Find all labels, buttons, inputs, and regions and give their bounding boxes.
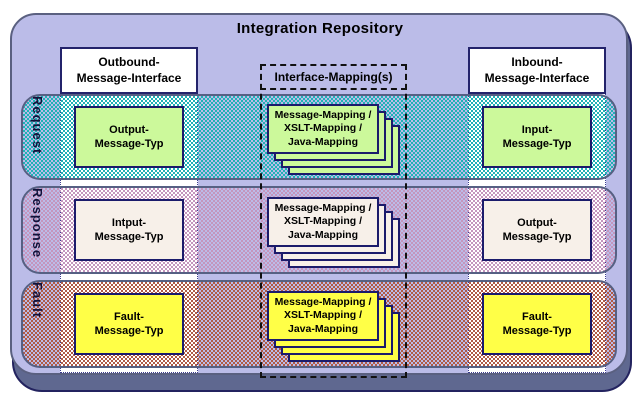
box-intput-message-typ-response: Intput- Message-Typ bbox=[74, 199, 184, 261]
box-fault-message-typ-inbound: Fault- Message-Typ bbox=[482, 293, 592, 355]
box-line: Message-Typ bbox=[94, 325, 164, 337]
box-line: Message-Typ bbox=[502, 138, 572, 150]
box-input-message-typ-request: Input- Message-Typ bbox=[482, 106, 592, 168]
box-line: Message-Typ bbox=[94, 138, 164, 150]
header-line: Message-Interface bbox=[484, 70, 590, 85]
card-line: XSLT-Mapping / bbox=[284, 215, 362, 228]
row-label-fault: Fault bbox=[30, 282, 45, 319]
mapping-card-front: Message-Mapping / XSLT-Mapping / Java-Ma… bbox=[267, 291, 379, 341]
card-line: Message-Mapping / bbox=[274, 295, 372, 308]
row-label-request: Request bbox=[30, 96, 45, 155]
box-line: Message-Typ bbox=[502, 231, 572, 243]
box-line: Intput- bbox=[111, 216, 147, 229]
mapping-card-stack-fault: Message-Mapping / XSLT-Mapping / Java-Ma… bbox=[267, 291, 402, 363]
header-outbound-message-interface: Outbound- Message-Interface bbox=[60, 47, 198, 94]
box-fault-message-typ-outbound: Fault- Message-Typ bbox=[74, 293, 184, 355]
mapping-card-stack-request: Message-Mapping / XSLT-Mapping / Java-Ma… bbox=[267, 104, 402, 176]
header-inbound-message-interface: Inbound- Message-Interface bbox=[468, 47, 606, 94]
diagram-title: Integration Repository bbox=[236, 20, 404, 37]
card-line: Java-Mapping bbox=[287, 228, 358, 241]
card-line: Java-Mapping bbox=[287, 322, 358, 335]
box-line: Message-Typ bbox=[94, 231, 164, 243]
card-line: Message-Mapping / bbox=[274, 108, 372, 121]
header-line: Interface-Mapping(s) bbox=[274, 70, 393, 84]
header-line: Inbound- bbox=[511, 54, 563, 69]
box-output-message-typ-request: Output- Message-Typ bbox=[74, 106, 184, 168]
card-line: Java-Mapping bbox=[287, 135, 358, 148]
mapping-card-front: Message-Mapping / XSLT-Mapping / Java-Ma… bbox=[267, 104, 379, 154]
mapping-card-stack-response: Message-Mapping / XSLT-Mapping / Java-Ma… bbox=[267, 197, 402, 269]
interface-mapping-column bbox=[260, 64, 407, 378]
box-line: Fault- bbox=[522, 310, 552, 323]
box-line: Fault- bbox=[114, 310, 144, 323]
card-line: Message-Mapping / bbox=[274, 201, 372, 214]
box-line: Output- bbox=[109, 123, 149, 136]
header-line: Message-Interface bbox=[76, 70, 182, 85]
card-line: XSLT-Mapping / bbox=[284, 309, 362, 322]
box-line: Input- bbox=[521, 123, 553, 136]
box-output-message-typ-response: Output- Message-Typ bbox=[482, 199, 592, 261]
box-line: Output- bbox=[517, 216, 557, 229]
card-line: XSLT-Mapping / bbox=[284, 122, 362, 135]
header-line: Outbound- bbox=[98, 54, 160, 69]
box-line: Message-Typ bbox=[502, 325, 572, 337]
header-interface-mappings: Interface-Mapping(s) bbox=[260, 64, 407, 90]
mapping-card-front: Message-Mapping / XSLT-Mapping / Java-Ma… bbox=[267, 197, 379, 247]
row-label-response: Response bbox=[30, 188, 45, 259]
